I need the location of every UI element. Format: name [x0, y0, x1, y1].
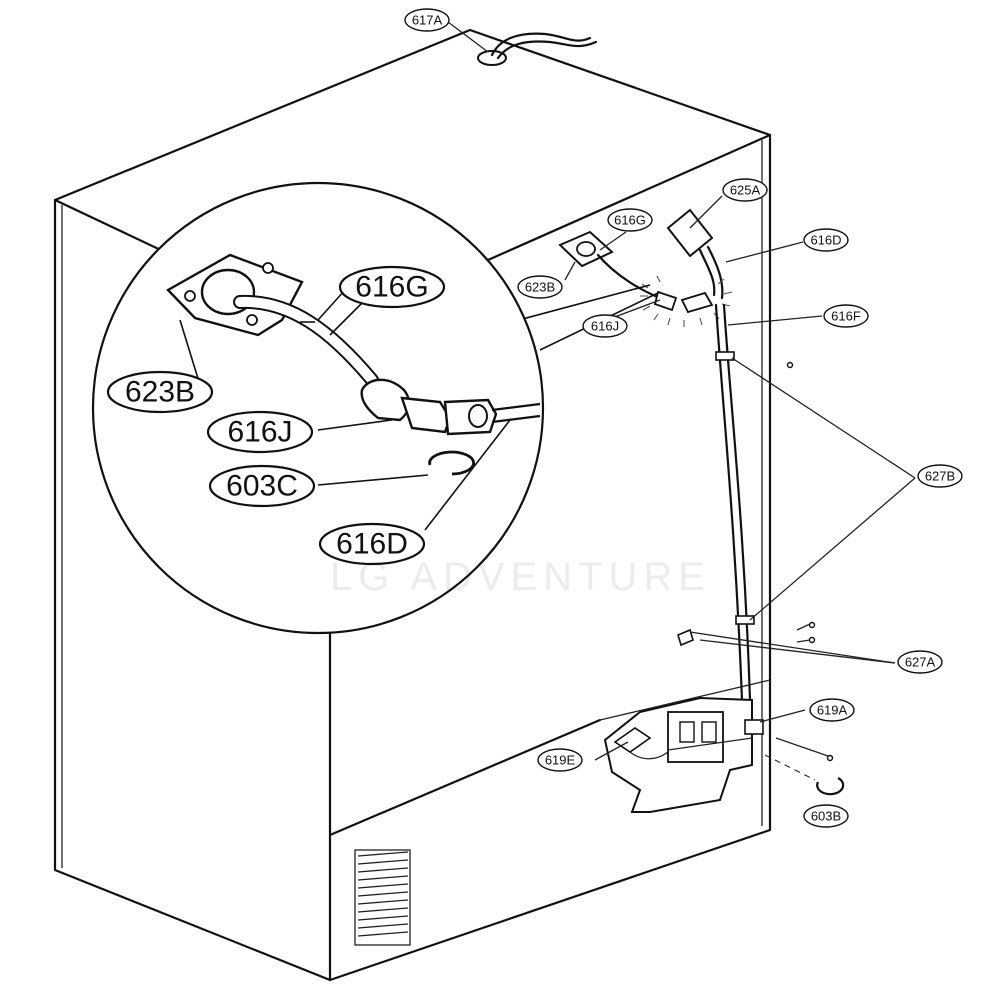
label-619A: 619A — [809, 698, 855, 722]
svg-text:623B: 623B — [525, 280, 555, 295]
svg-text:616J: 616J — [227, 416, 292, 449]
label-616J-small: 616J — [582, 314, 628, 338]
svg-text:603C: 603C — [226, 470, 298, 503]
vent-grille — [354, 849, 411, 946]
svg-text:619E: 619E — [545, 753, 576, 768]
machine-compartment-cutaway — [603, 696, 816, 813]
label-623B-small: 623B — [517, 275, 563, 299]
svg-text:619A: 619A — [817, 703, 848, 718]
leader-lines — [447, 21, 916, 761]
svg-text:616D: 616D — [336, 528, 408, 561]
wiring-harness — [558, 208, 834, 762]
label-625A: 625A — [722, 178, 768, 202]
label-616D-small: 616D — [803, 228, 849, 252]
label-616G-detail: 616G — [338, 265, 446, 309]
label-619E: 619E — [537, 748, 583, 772]
svg-text:623B: 623B — [125, 376, 195, 409]
label-616J-detail: 616J — [206, 410, 314, 454]
svg-text:625A: 625A — [730, 183, 761, 198]
label-623B-detail: 623B — [106, 370, 214, 414]
label-603B: 603B — [803, 804, 849, 828]
label-617A: 617A — [404, 8, 450, 32]
svg-text:616F: 616F — [831, 309, 861, 324]
svg-text:616G: 616G — [614, 213, 646, 228]
label-616F: 616F — [823, 304, 869, 328]
svg-text:617A: 617A — [412, 13, 443, 28]
svg-text:603B: 603B — [811, 809, 841, 824]
label-627B: 627B — [917, 464, 963, 488]
svg-text:616G: 616G — [355, 271, 428, 304]
svg-text:616J: 616J — [591, 319, 619, 334]
clamp-ring-603B — [816, 777, 845, 796]
top-grommet-617A — [477, 32, 598, 66]
svg-text:627B: 627B — [925, 469, 955, 484]
label-627A: 627A — [897, 650, 943, 674]
label-616G-small: 616G — [607, 208, 653, 232]
svg-text:627A: 627A — [905, 655, 936, 670]
label-616D-detail: 616D — [318, 522, 426, 566]
svg-text:616D: 616D — [810, 233, 841, 248]
label-603C-detail: 603C — [208, 464, 316, 508]
